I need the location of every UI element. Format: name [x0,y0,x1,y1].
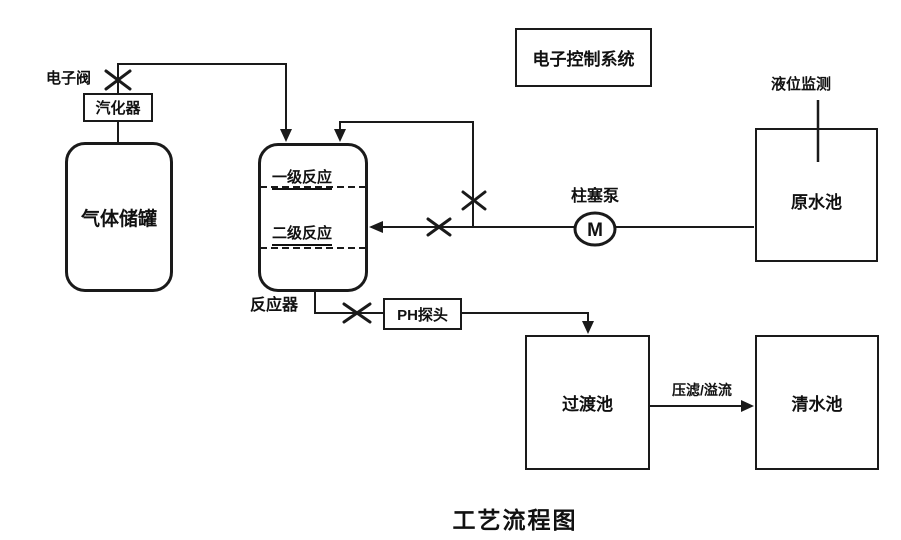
clear-water-pool-label: 清水池 [791,395,843,414]
ph-probe-label: PH探头 [397,306,448,324]
plunger-pump-label: 柱塞泵 [570,188,619,205]
stage2-reaction-label: 二级反应 [272,222,333,246]
vaporizer-label: 汽化器 [95,100,141,117]
ph-to-pool-line [462,312,589,331]
transition-pool: 过渡池 [525,335,650,470]
arrowhead-into-clear-pool [741,400,754,412]
pump-motor-letter: M [587,220,603,241]
control-system-label: 电子控制系统 [532,50,635,69]
arrowhead-into-reactor-side [369,221,383,233]
transition-pool-label: 过渡池 [562,395,613,414]
electronic-valve-icon [104,69,132,91]
filter-overflow-label: 压滤/溢流 [672,382,732,398]
clear-water-pool: 清水池 [755,335,879,470]
raw-water-pool-label: 原水池 [791,192,842,212]
ph-probe-box: PH探头 [383,298,462,330]
vaporizer-box: 汽化器 [83,93,153,122]
gas-tank: 气体储罐 [65,142,173,292]
arrowhead-into-reactor-top1 [280,129,292,142]
diagram-title: 工艺流程图 [452,507,578,533]
stage1-reaction-label: 一级反应 [272,166,333,190]
reactor-label: 反应器 [250,297,299,314]
level-monitor-label: 液位监测 [771,76,832,93]
recycle-valve-icon [461,190,487,211]
electronic-valve-label: 电子阀 [46,70,92,87]
raw-water-pool: 原水池 [755,128,878,262]
control-system-box: 电子控制系统 [515,28,652,87]
reactor-vessel: 一级反应 二级反应 [258,143,368,292]
reactor-outlet-line [314,291,383,314]
outlet-valve-icon [342,302,372,324]
gas-tank-label: 气体储罐 [80,208,157,230]
arrowhead-into-transition-pool [582,321,594,334]
arrowhead-into-reactor-top2 [334,129,346,142]
pump-motor-icon: M [573,211,617,247]
feed-valve-icon [426,217,452,237]
